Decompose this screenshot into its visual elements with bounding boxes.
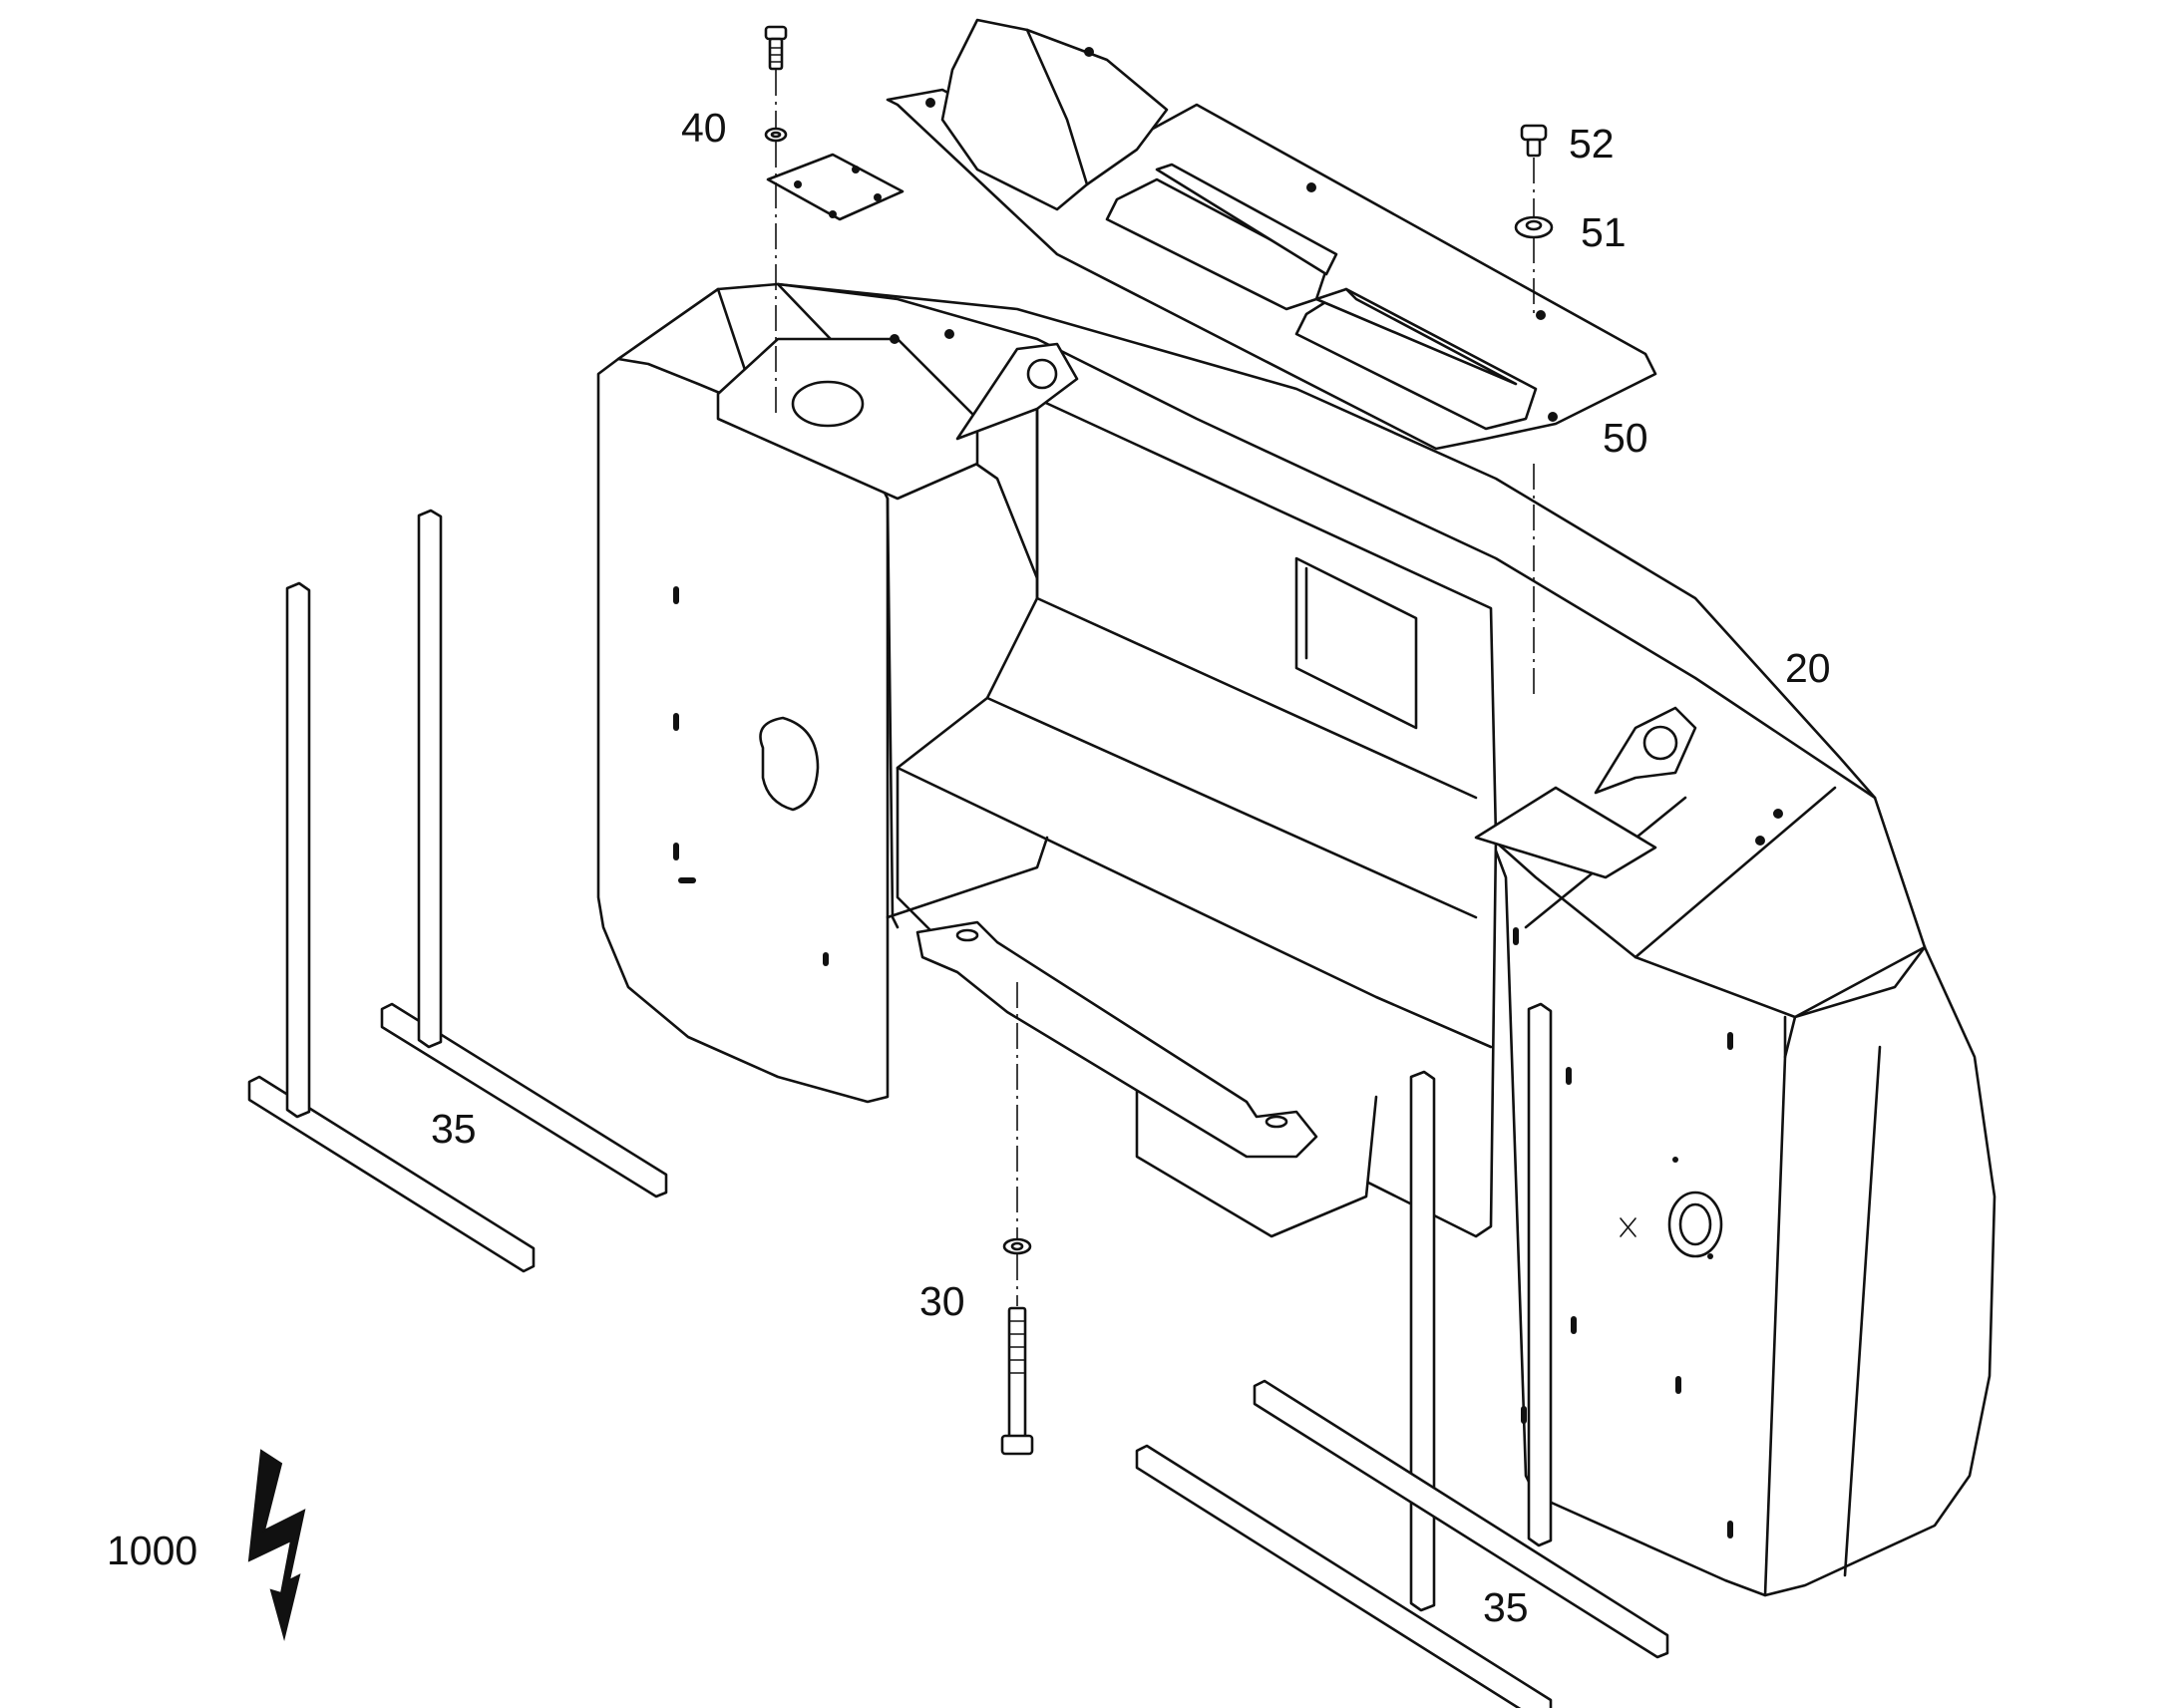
- small-cover-plate: [766, 153, 905, 221]
- callout-35-right: 35: [1483, 1584, 1529, 1630]
- callout-50: 50: [1603, 415, 1648, 461]
- callout-35-left: 35: [431, 1106, 477, 1152]
- callout-30: 30: [919, 1278, 965, 1324]
- callout-20: 20: [1785, 645, 1831, 691]
- support-stand-left: [247, 509, 668, 1273]
- lightning-bolt-icon: [247, 1449, 306, 1641]
- socket-bolt-40: [764, 25, 788, 143]
- support-stand-right: [1135, 1002, 1669, 1708]
- assembly-lines: [775, 70, 1535, 1306]
- bolt-30: [1000, 1237, 1034, 1456]
- top-cover-plate: [886, 18, 1657, 451]
- bolt-52: [1520, 124, 1548, 158]
- callout-1000: 1000: [107, 1528, 198, 1573]
- callout-40: 40: [681, 105, 727, 151]
- washer-51: [1514, 215, 1554, 239]
- callout-51: 51: [1581, 209, 1627, 255]
- callout-52: 52: [1569, 121, 1615, 167]
- counterweight-body: [596, 282, 1997, 1597]
